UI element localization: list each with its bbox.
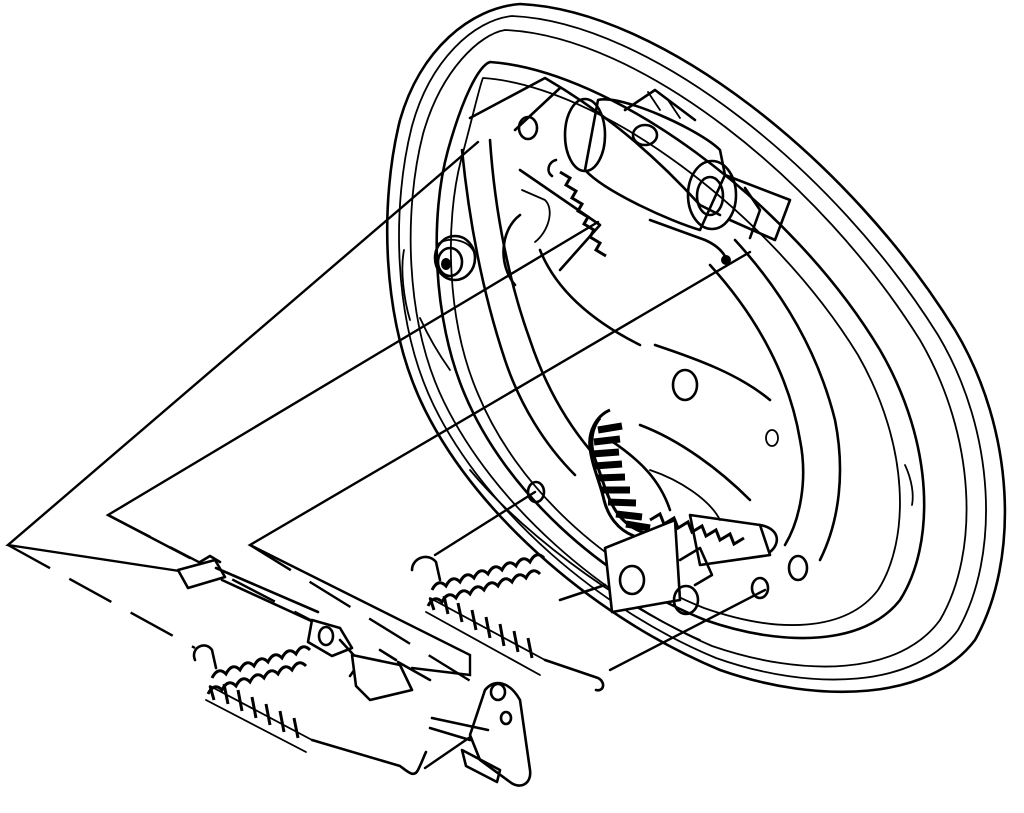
leader-lines <box>5 140 767 770</box>
upper-return-spring-exploded <box>410 553 605 692</box>
adjuster-screw <box>176 554 432 702</box>
adjuster-lever <box>558 518 714 616</box>
lower-return-spring <box>192 644 428 776</box>
brake-shoe-secondary <box>526 238 842 600</box>
shoe-hold-down-spring <box>433 234 477 282</box>
brake-shoe-link <box>428 681 532 787</box>
adjuster-spring <box>588 408 779 554</box>
upper-return-spring <box>547 158 731 265</box>
backing-plate <box>385 2 1007 694</box>
wheel-cylinder <box>563 88 792 242</box>
